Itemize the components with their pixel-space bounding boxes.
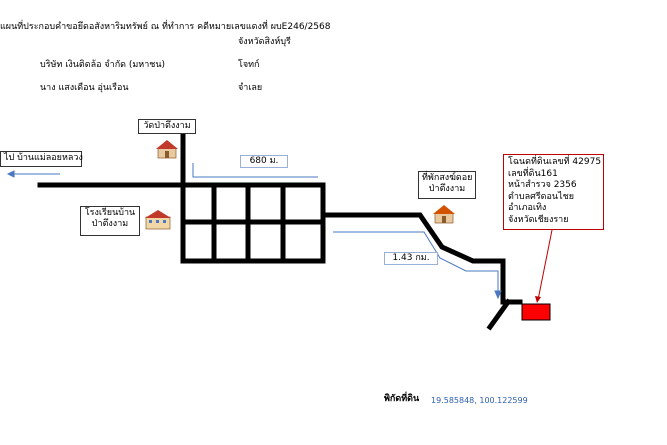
school-label: โรงเรียนบ้าน ป่าตึงงาม [80,206,140,236]
deed-info-box: โฉนดที่ดินเลขที่ 42975 เลขที่ดิน161 หน้า… [503,154,604,230]
deed-pointer [537,229,553,301]
distance-label-first: 680 ม. [240,155,288,168]
plaintiff-role: โจทก์ [238,60,260,70]
route-arrows [6,163,502,300]
road-branch [486,298,512,331]
road-to-plot [320,212,523,305]
court-province: จังหวัดสิงห์บุรี [238,37,291,47]
school-icon [145,210,171,230]
survey-page: หน้าสำรวจ 2356 [508,180,577,190]
defendant-name: นาง แสงเดือน อุ่นเรือน [40,83,129,93]
direction-label: ไป บ้านแม่ลอยหลวง [0,151,83,167]
deed-number: โฉนดที่ดินเลขที่ 42975 [508,157,602,167]
district: อำเภอเทิง [508,203,547,213]
distance-label-second: 1.43 กม. [384,252,438,265]
temple-icon [156,140,178,159]
coordinates-label: พิกัดที่ดิน [384,394,420,404]
page-title: แผนที่ประกอบคำขอยึดอสังหาริมทรัพย์ ณ ที่… [0,22,331,32]
road-network [37,132,523,331]
plaintiff-name: บริษัท เงินติดล้อ จำกัด (มหาชน) [40,60,166,70]
province: จังหวัดเชียงราย [508,214,569,225]
temple-label: วัดป่าตึงงาม [138,119,196,134]
coordinates-value: 19.585848, 100.122599 [431,396,528,405]
subdistrict: ตำบลศรีดอนไชย [508,191,574,202]
defendant-role: จำเลย [238,83,263,93]
land-number: เลขที่ดิน161 [508,168,558,179]
land-plot [521,303,551,321]
monk-residence-icon [433,205,455,224]
monk-residence-label: ที่พักสงฆ์ดอย ป่าตึงงาม [418,171,476,199]
